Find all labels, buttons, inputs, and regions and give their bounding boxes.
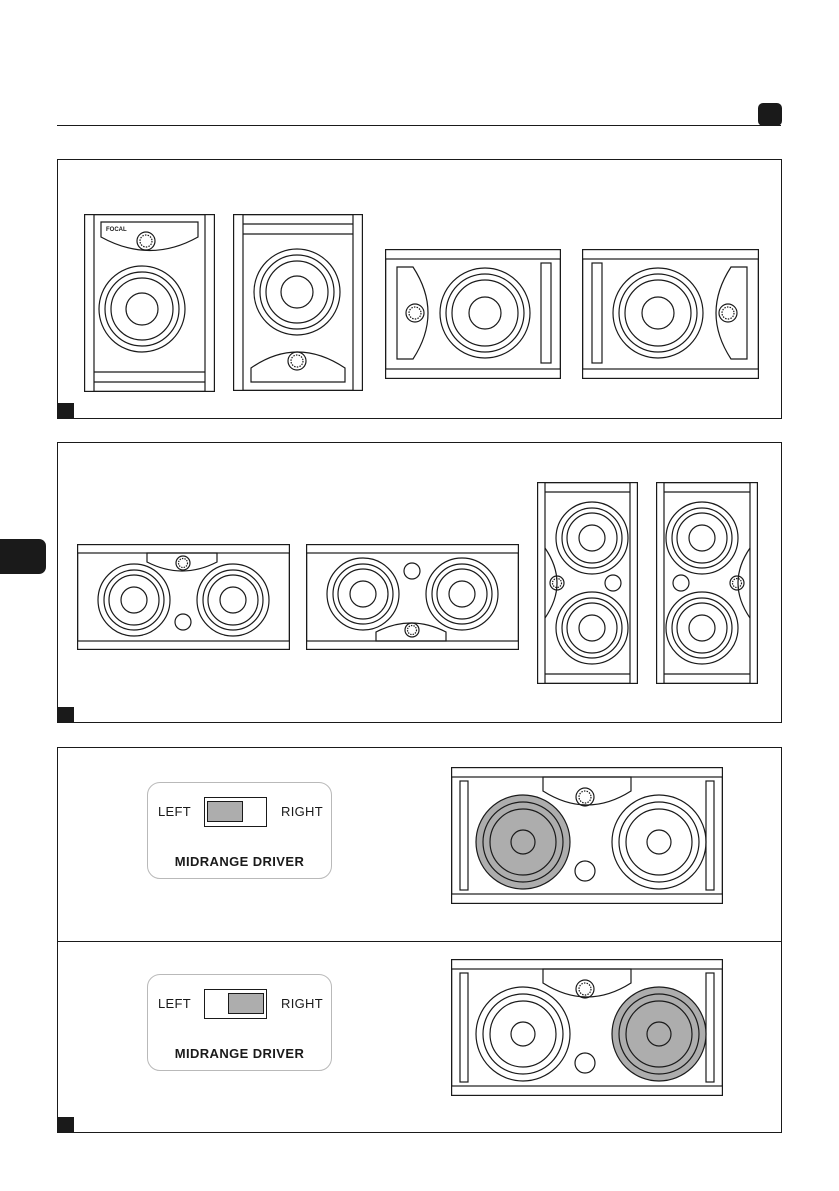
figure-b-marker (57, 707, 74, 723)
switch-right-label: RIGHT (281, 804, 323, 819)
switch-title: MIDRANGE DRIVER (148, 854, 331, 869)
midrange-switch-card-right: LEFT RIGHT MIDRANGE DRIVER (147, 974, 332, 1071)
switch-knob[interactable] (228, 993, 264, 1014)
speaker-horizontal-tweeter-right (582, 249, 759, 379)
panel-c-divider (58, 941, 781, 942)
switch-right-label: RIGHT (281, 996, 323, 1011)
language-side-tab (0, 539, 46, 574)
speaker-3way-vertical-tweeter-right (656, 482, 758, 684)
switch-knob[interactable] (207, 801, 243, 822)
figure-c-marker (57, 1117, 74, 1133)
switch-left-label: LEFT (158, 804, 191, 819)
speaker-right-midrange-active (451, 959, 723, 1096)
header-rule (57, 125, 781, 126)
figure-a-marker (57, 403, 74, 419)
speaker-3way-horizontal-tweeter-top (77, 544, 290, 650)
page-number-tab (758, 103, 782, 126)
switch-left-label: LEFT (158, 996, 191, 1011)
speaker-horizontal-tweeter-left (385, 249, 561, 379)
speaker-3way-vertical-tweeter-left (537, 482, 638, 684)
switch-title: MIDRANGE DRIVER (148, 1046, 331, 1061)
svg-text:FOCAL: FOCAL (106, 227, 127, 233)
speaker-3way-horizontal-tweeter-bottom (306, 544, 519, 650)
speaker-left-midrange-active (451, 767, 723, 904)
midrange-driver-switch[interactable] (204, 797, 267, 827)
speaker-vertical-tweeter-bottom (233, 214, 363, 391)
midrange-switch-card-left: LEFT RIGHT MIDRANGE DRIVER (147, 782, 332, 879)
midrange-driver-switch[interactable] (204, 989, 267, 1019)
speaker-vertical-tweeter-top: FOCAL (84, 214, 215, 392)
